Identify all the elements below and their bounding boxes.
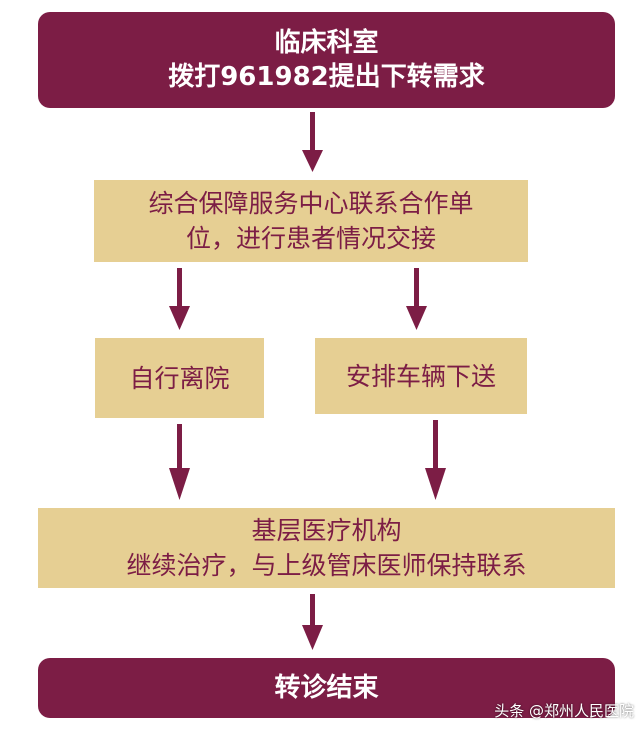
step-self-discharge: 自行离院: [95, 338, 264, 418]
step-referral-end-label: 转诊结束: [274, 673, 379, 703]
step-clinical-department-title: 临床科室: [274, 28, 379, 58]
watermark: 头条 @郑州人民医院: [494, 702, 634, 720]
arrow-n2-to-n3: [169, 268, 190, 330]
step-service-center: 综合保障服务中心联系合作单 位，进行患者情况交接: [94, 180, 528, 262]
step-self-discharge-label: 自行离院: [129, 363, 230, 393]
step-primary-institution-title: 基层医疗机构: [251, 516, 402, 545]
arrow-n5-to-n6: [302, 594, 323, 650]
step-vehicle-transfer-label: 安排车辆下送: [345, 361, 496, 391]
arrow-n2-to-n4: [406, 268, 427, 330]
step-service-center-line2: 位，进行患者情况交接: [185, 224, 436, 253]
arrow-n4-to-n5: [425, 420, 446, 500]
step-primary-institution: 基层医疗机构 继续治疗，与上级管床医师保持联系: [38, 508, 615, 588]
arrow-n1-to-n2: [302, 112, 323, 172]
arrow-n3-to-n5: [169, 424, 190, 500]
step-vehicle-transfer: 安排车辆下送: [315, 338, 527, 414]
step-primary-institution-detail: 继续治疗，与上级管床医师保持联系: [126, 551, 527, 580]
step-clinical-department-detail: 拨打961982提出下转需求: [168, 62, 485, 92]
step-service-center-line1: 综合保障服务中心联系合作单: [148, 189, 474, 218]
step-clinical-department: 临床科室 拨打961982提出下转需求: [38, 12, 615, 108]
step-referral-end: 转诊结束: [38, 658, 615, 718]
